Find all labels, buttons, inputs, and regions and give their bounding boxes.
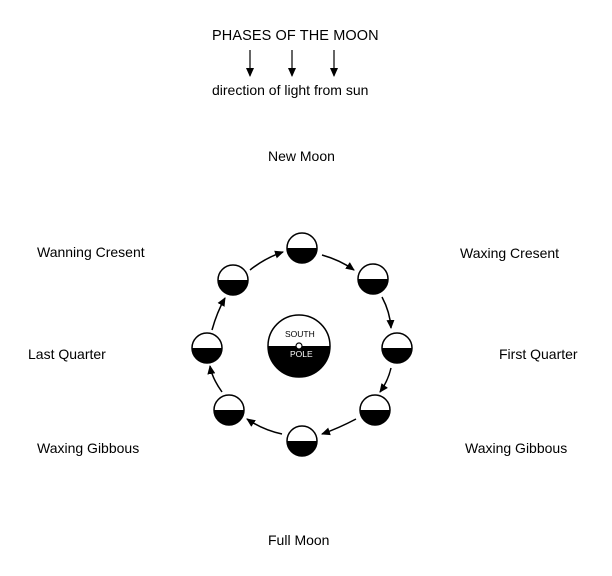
label-waxing-gibbous-left: Waxing Gibbous [37,440,140,456]
label-first-quarter: First Quarter [499,346,578,362]
orbit-arrow-icon [211,297,226,331]
label-last-quarter: Last Quarter [28,346,106,362]
moon-full-moon-icon [286,425,318,457]
moon-waxing-gibbous-left-icon [213,394,245,426]
moons [191,232,413,457]
sunlight-arrows [246,50,338,77]
label-full-moon: Full Moon [268,532,330,548]
label-waxing-gibbous-right: Waxing Gibbous [465,440,568,456]
orbit-arrows [207,250,395,436]
orbit-arrow-icon [321,254,355,271]
orbit-arrow-icon [379,367,392,393]
orbit-arrow-icon [246,418,283,435]
orbit-arrow-icon [321,418,357,436]
orbit-arrow-icon [249,250,284,271]
label-new-moon: New Moon [268,148,335,164]
moon-first-quarter-icon [381,332,413,364]
label-waxing-crescent: Waxing Cresent [460,245,560,261]
south-pole-bottom-label: POLE [290,349,313,359]
moon-last-quarter-icon [191,332,223,364]
moon-new-moon-icon [286,232,318,264]
light-direction-caption: direction of light from sun [212,82,369,98]
orbit-arrow-icon [207,365,223,393]
moon-waxing-crescent-icon [357,263,389,295]
orbit-arrow-icon [381,296,395,329]
moon-waning-crescent-icon [217,264,249,296]
label-waning-crescent: Wanning Cresent [37,244,145,260]
earth-south-pole-icon [267,314,331,378]
diagram-title: PHASES OF THE MOON [212,28,379,44]
moon-waxing-gibbous-right-icon [359,394,391,426]
south-pole-top-label: SOUTH [285,329,315,339]
